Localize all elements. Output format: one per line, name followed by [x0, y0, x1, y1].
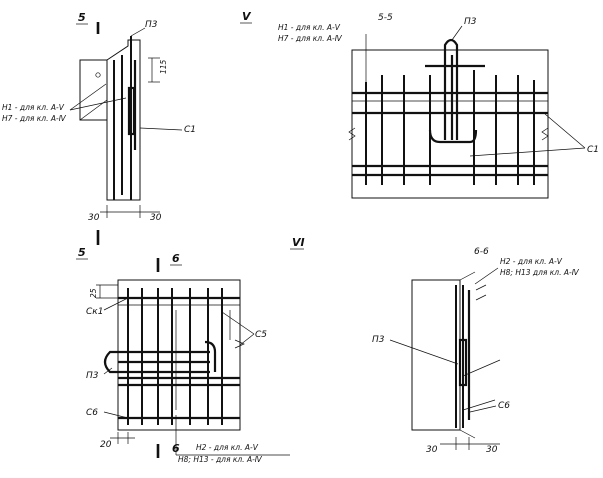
section-6-6-outline [411, 279, 461, 431]
dim-20: 20 [100, 440, 112, 450]
label-c6-s66: С6 [498, 401, 510, 411]
label-h1-v: Н1 - для кл. А-Ⅴ [2, 103, 65, 112]
label-h8-s66: Н8; Н13 для кл. А-Ⅳ [500, 268, 580, 277]
label-p3-s66: П3 [372, 335, 385, 345]
label-h7-v: Н7 - для кл. А-Ⅳ [2, 114, 67, 123]
section-5-5-title: 5-5 [378, 13, 393, 23]
label-h1-s55: Н1 - для кл. А-Ⅴ [278, 23, 341, 32]
section-5-5-outline [351, 49, 549, 199]
label-h7-s55: Н7 - для кл. А-Ⅳ [278, 34, 343, 43]
p3-loop-s66 [458, 338, 468, 387]
label-p3-s55: П3 [464, 17, 477, 27]
label-c5: С5 [255, 330, 267, 340]
view-v-roman: V [242, 10, 252, 23]
column-outline [106, 39, 141, 201]
label-h2-vi: Н2 - для кл. А-Ⅴ [196, 443, 259, 452]
label-p3-v: П3 [145, 20, 158, 30]
section-6-6: 6-6 Н2 - для кл. А-Ⅴ Н8; Н13 для кл. А-Ⅳ… [372, 247, 580, 455]
dim-30-left-v: 30 [88, 213, 100, 223]
dim-30-left-s66: 30 [426, 445, 438, 455]
p3-loop [443, 38, 459, 140]
section-6-6-title: 6-6 [474, 247, 489, 257]
dim-25: 25 [89, 288, 98, 298]
p3-loop-side [127, 86, 136, 136]
dim-30-right-s66: 30 [486, 445, 498, 455]
section-5-5: 5-5 Н1 - для кл. А-Ⅴ Н7 - для кл. А-Ⅳ П3 [278, 13, 599, 199]
anchor-hole [95, 72, 101, 78]
view-vi-outline [117, 279, 241, 431]
label-ck1: Ск1 [86, 307, 103, 317]
label-p3-vi: П3 [86, 371, 99, 381]
section-mark-6-top: 6 [172, 252, 180, 265]
label-h2-s66: Н2 - для кл. А-Ⅴ [500, 257, 563, 266]
label-c1-v: С1 [184, 125, 196, 135]
label-h8-vi: Н8; Н13 - для кл. А-Ⅳ [178, 455, 263, 464]
section-mark-5-bottom: 5 [78, 246, 86, 259]
bracket-outline [79, 59, 108, 121]
p3-loop-vi [103, 350, 210, 374]
dim-115: 115 [159, 59, 168, 74]
section-mark-5-top: 5 [78, 11, 86, 24]
view-v: V 5 5 115 П3 Н1 - для кл. А-Ⅴ Н7 - для к… [2, 10, 252, 260]
view-vi: VI 6 6 25 Ск1 [86, 236, 305, 464]
label-c1-s55: С1 [587, 145, 599, 155]
dim-30-right-v: 30 [150, 213, 162, 223]
label-c6-vi: С6 [86, 408, 98, 418]
view-vi-roman: VI [292, 236, 305, 249]
